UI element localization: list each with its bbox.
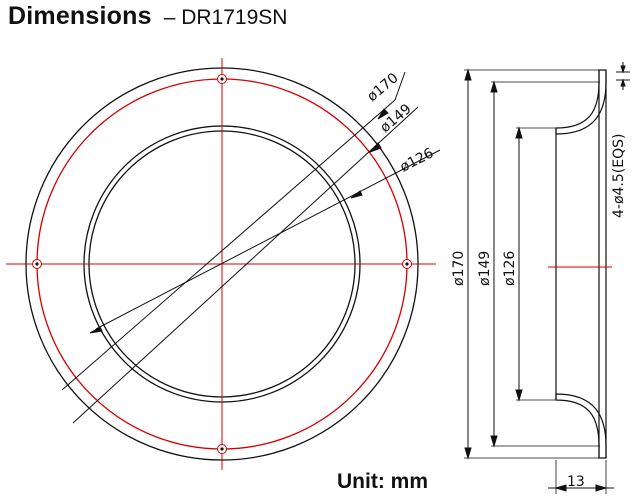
front-label-126: ø126: [398, 145, 437, 175]
diameter-leader-170: [61, 71, 406, 391]
page-title: Dimensions: [8, 2, 152, 30]
diameter-leader-126: [89, 149, 441, 334]
diameter-leader-149: [72, 106, 419, 424]
side-label-depth: 13: [567, 474, 585, 490]
front-view: ø170 ø149 ø126: [6, 58, 441, 470]
side-label-126: ø126: [502, 251, 518, 286]
front-label-170: ø170: [364, 70, 401, 105]
model-number: – DR1719SN: [163, 6, 288, 29]
side-view: ø170 ø149 ø126 4-ø4.5(EQS) 13: [451, 62, 630, 494]
unit-label: Unit: mm: [337, 470, 428, 493]
side-label-149: ø149: [477, 251, 493, 286]
side-label-holes: 4-ø4.5(EQS): [611, 134, 627, 218]
page-heading: Dimensions – DR1719SN: [8, 2, 287, 31]
side-label-170: ø170: [451, 251, 467, 286]
front-label-149: ø149: [377, 101, 414, 136]
